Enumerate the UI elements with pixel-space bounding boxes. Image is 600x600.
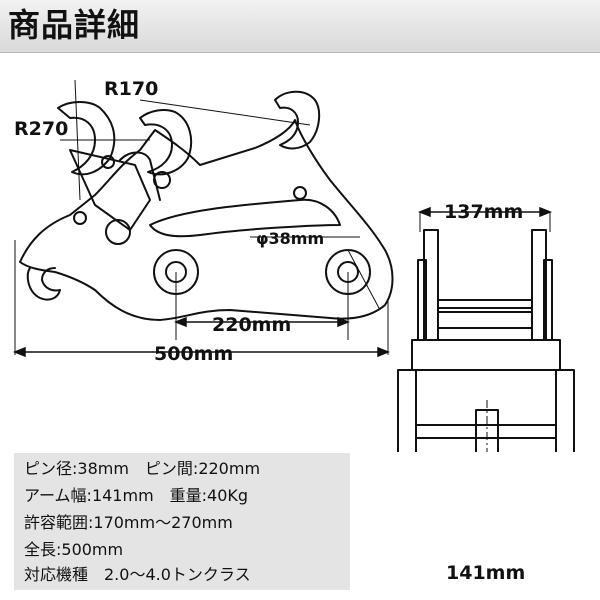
claw-hook: [26, 267, 61, 301]
technical-drawing: [12, 79, 575, 452]
front-lower-frame-left: [397, 369, 417, 452]
spec-compatible: 対応機種 2.0〜4.0トンクラス: [24, 565, 251, 584]
label-pin-spacing: 220mm: [212, 314, 292, 336]
pin-slot-top-right: [274, 90, 321, 150]
hook-r170: [139, 109, 193, 176]
page-title: 商品詳細: [8, 6, 141, 44]
front-lower-frame-right: [555, 369, 575, 452]
pin-small-1: [105, 219, 131, 245]
pin-small-4: [293, 186, 307, 200]
spec-arm-width: アーム幅:141mm 重量:40Kg: [24, 486, 249, 505]
hook-r270: [57, 101, 116, 176]
front-crossbar-1: [437, 311, 533, 329]
label-r170: R170: [104, 78, 159, 100]
spec-pin: ピン径:38mm ピン間:220mm: [24, 459, 261, 478]
spec-length: 全長:500mm: [24, 540, 124, 559]
front-crossbar-2: [437, 299, 533, 309]
front-view: [397, 229, 575, 452]
pin-small-3: [101, 155, 115, 169]
front-main-block: [411, 339, 561, 371]
linkage-arm: [69, 149, 151, 231]
pin-small-2: [153, 171, 171, 189]
pin-small-5: [73, 211, 87, 225]
label-total-length: 500mm: [154, 343, 234, 365]
header-bar: 商品詳細: [0, 0, 600, 53]
side-view-body: [19, 119, 394, 321]
spec-panel: ピン径:38mm ピン間:220mm アーム幅:141mm 重量:40Kg 許容…: [14, 453, 350, 590]
front-center-post: [475, 409, 499, 452]
label-pin-diameter: φ38mm: [256, 229, 325, 248]
front-lower-body: [415, 369, 557, 452]
label-top-width: 137mm: [444, 201, 524, 223]
label-bottom-width: 141mm: [446, 562, 526, 584]
label-r270: R270: [14, 118, 69, 140]
linkage-arm-2: [119, 151, 161, 201]
side-view-inner-slot: [149, 198, 341, 238]
spec-tolerance: 許容範囲:170mm〜270mm: [24, 513, 233, 532]
